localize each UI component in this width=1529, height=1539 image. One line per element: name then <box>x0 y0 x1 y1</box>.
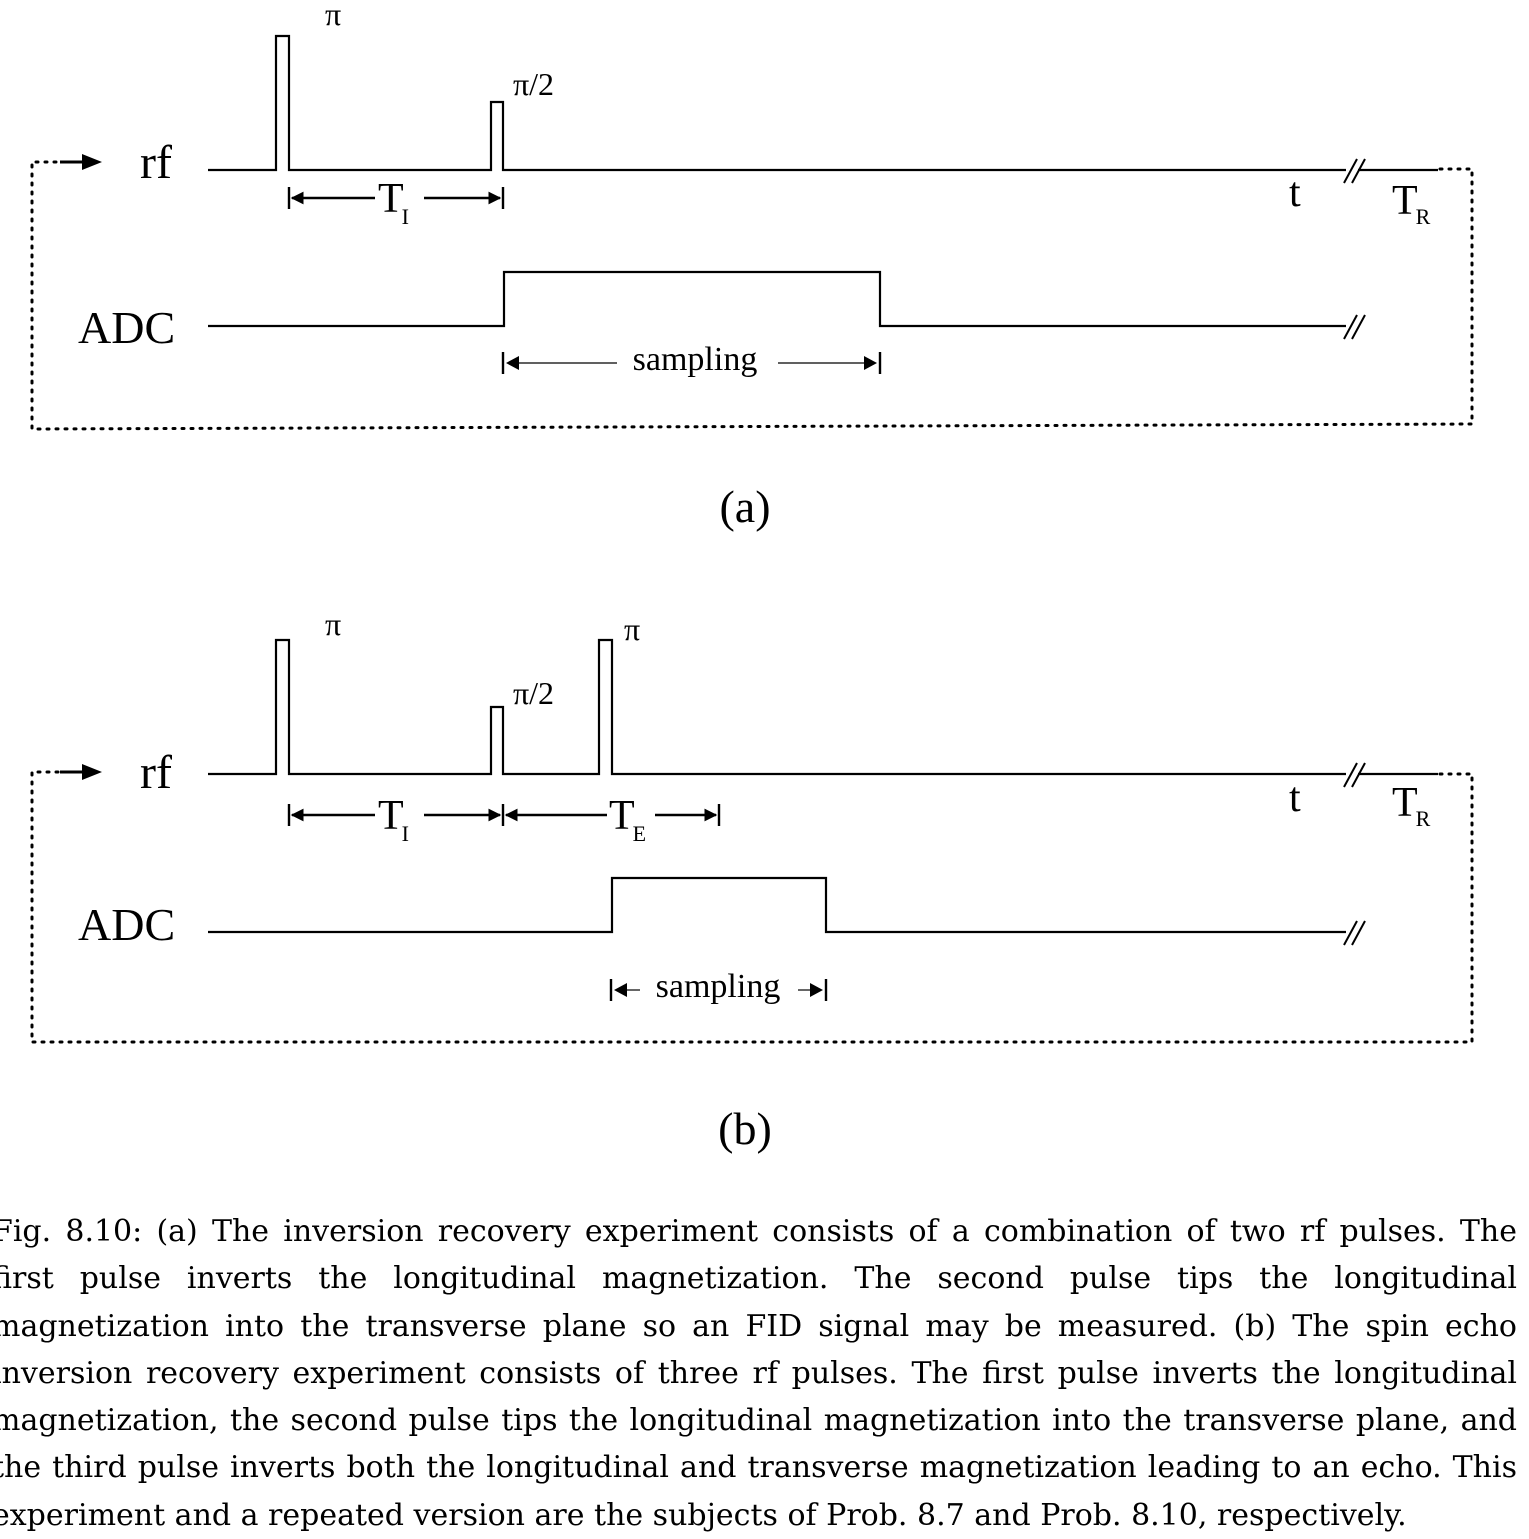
ti-interval: TI <box>287 793 505 846</box>
ti-label: T <box>378 176 404 222</box>
adc-waveform-b <box>208 876 1346 934</box>
te-interval: TE <box>504 793 721 846</box>
rf-waveform-a <box>208 34 1346 172</box>
ti-subscript: I <box>402 204 409 229</box>
axis-break-icon <box>1343 158 1366 184</box>
axis-break-icon <box>1343 920 1366 946</box>
tr-subscript: R <box>1416 204 1431 229</box>
repeat-loop-b <box>30 764 1474 1044</box>
repeat-loop-a <box>30 154 1474 431</box>
panel-b: rf ADC π π/2 π TI TE t TR <box>30 606 1474 1154</box>
axis-break-icon <box>1343 314 1366 340</box>
sampling-label: sampling <box>656 968 781 1005</box>
time-label: t <box>1289 775 1301 821</box>
pi-pulse-label: π <box>325 606 341 642</box>
adc-label: ADC <box>78 302 175 353</box>
sampling-label: sampling <box>633 341 758 378</box>
panel-a-label: (a) <box>719 481 770 532</box>
ti-label: T <box>378 793 404 839</box>
pi-pulse-label: π <box>325 0 341 32</box>
svg-text:TI: TI <box>378 176 409 229</box>
te-label: T <box>609 793 635 839</box>
half-pi-pulse-label: π/2 <box>513 675 554 711</box>
rf-label: rf <box>140 746 172 799</box>
figure-caption: Fig. 8.10: (a) The inversion recovery ex… <box>0 1214 1517 1533</box>
loop-arrowhead-icon <box>82 154 102 170</box>
sampling-interval-b: sampling <box>609 968 828 1005</box>
loop-arrowhead-icon <box>82 764 102 780</box>
ti-subscript: I <box>402 821 409 846</box>
half-pi-pulse-label: π/2 <box>513 66 554 102</box>
panel-a: rf ADC π π/2 TI t TR <box>30 0 1474 532</box>
axis-break-icon <box>1343 762 1366 788</box>
pi-refocus-pulse-label: π <box>624 611 640 647</box>
svg-text:TR: TR <box>1392 178 1431 229</box>
te-subscript: E <box>633 821 646 846</box>
adc-label: ADC <box>78 899 175 950</box>
adc-waveform-a <box>208 270 1346 328</box>
svg-text:TR: TR <box>1392 780 1431 831</box>
time-label: t <box>1289 170 1301 216</box>
sampling-interval-a: sampling <box>501 341 882 378</box>
tr-subscript: R <box>1416 806 1431 831</box>
pulse-sequence-diagram: rf ADC π π/2 TI t TR <box>30 0 1474 1154</box>
svg-text:TE: TE <box>609 793 646 846</box>
ti-interval: TI <box>287 176 505 229</box>
svg-text:TI: TI <box>378 793 409 846</box>
panel-b-label: (b) <box>718 1103 772 1154</box>
tr-label: T <box>1392 178 1418 224</box>
tr-label: T <box>1392 780 1418 826</box>
rf-label: rf <box>140 136 172 189</box>
rf-waveform-b <box>208 638 1346 776</box>
